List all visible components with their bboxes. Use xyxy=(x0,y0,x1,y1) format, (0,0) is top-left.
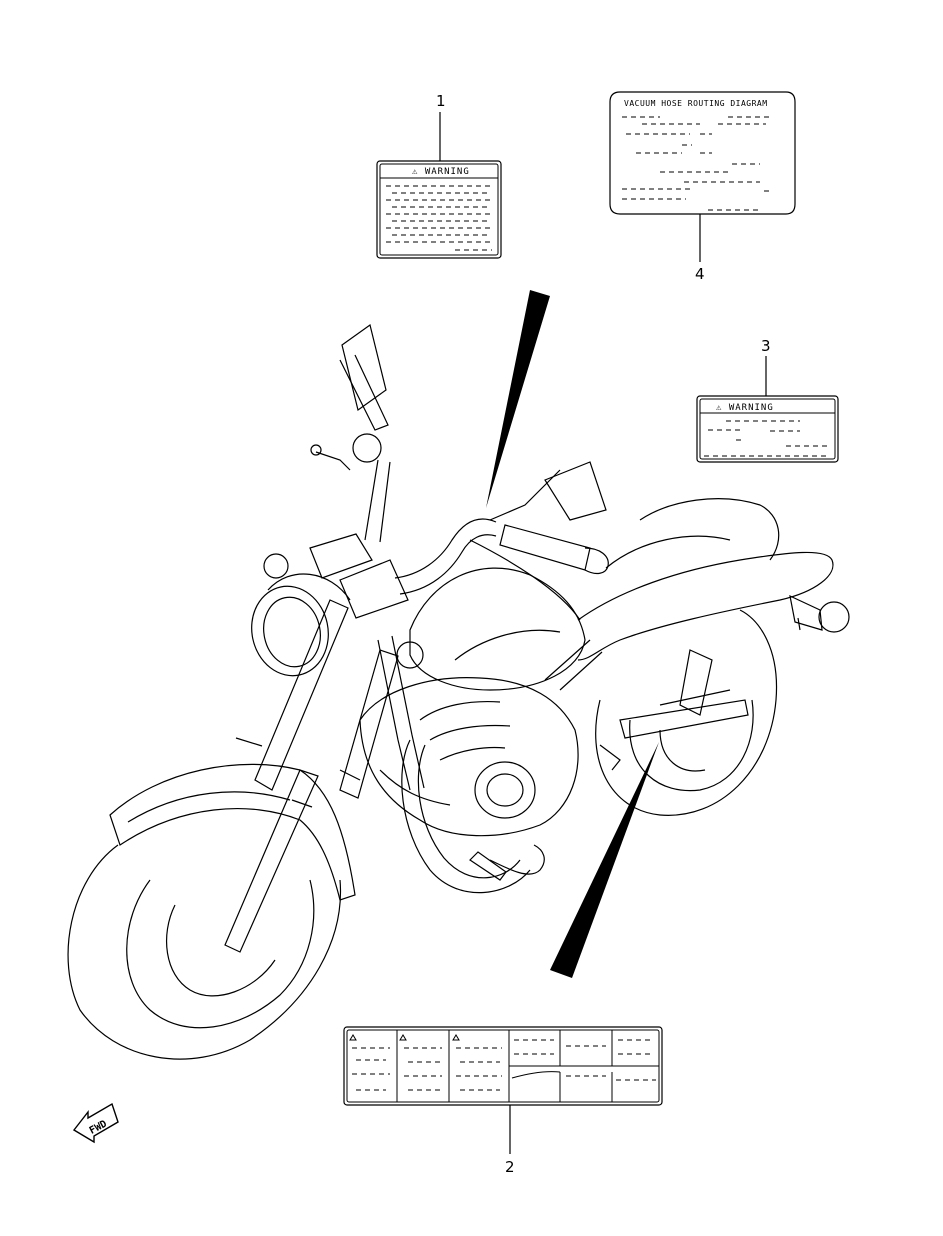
label-2-multi-panel xyxy=(343,1026,663,1106)
callout-1-number: 1 xyxy=(436,92,446,110)
label-3-warning: ⚠ WARNING xyxy=(696,395,839,463)
callout-3-number: 3 xyxy=(761,337,771,355)
callout-2: 2 xyxy=(505,1105,515,1176)
callout-2-number: 2 xyxy=(505,1158,515,1176)
pointer-wedge-label-2 xyxy=(550,742,659,978)
label-1-title: ⚠ WARNING xyxy=(412,167,470,177)
callout-4: 4 xyxy=(695,214,705,283)
label-1-warning: ⚠ WARNING xyxy=(376,160,502,259)
label-4-title: VACUUM HOSE ROUTING DIAGRAM xyxy=(624,99,768,108)
callout-3: 3 xyxy=(761,337,771,396)
label-4-hose-routing: VACUUM HOSE ROUTING DIAGRAM xyxy=(609,91,796,215)
motorcycle-illustration xyxy=(67,323,850,1060)
callout-4-number: 4 xyxy=(695,265,705,283)
callout-1: 1 xyxy=(436,92,446,161)
forward-arrow-marker: FWD xyxy=(72,1102,119,1144)
pointer-wedge-label-1 xyxy=(486,290,550,508)
label-3-title: ⚠ WARNING xyxy=(716,403,774,413)
